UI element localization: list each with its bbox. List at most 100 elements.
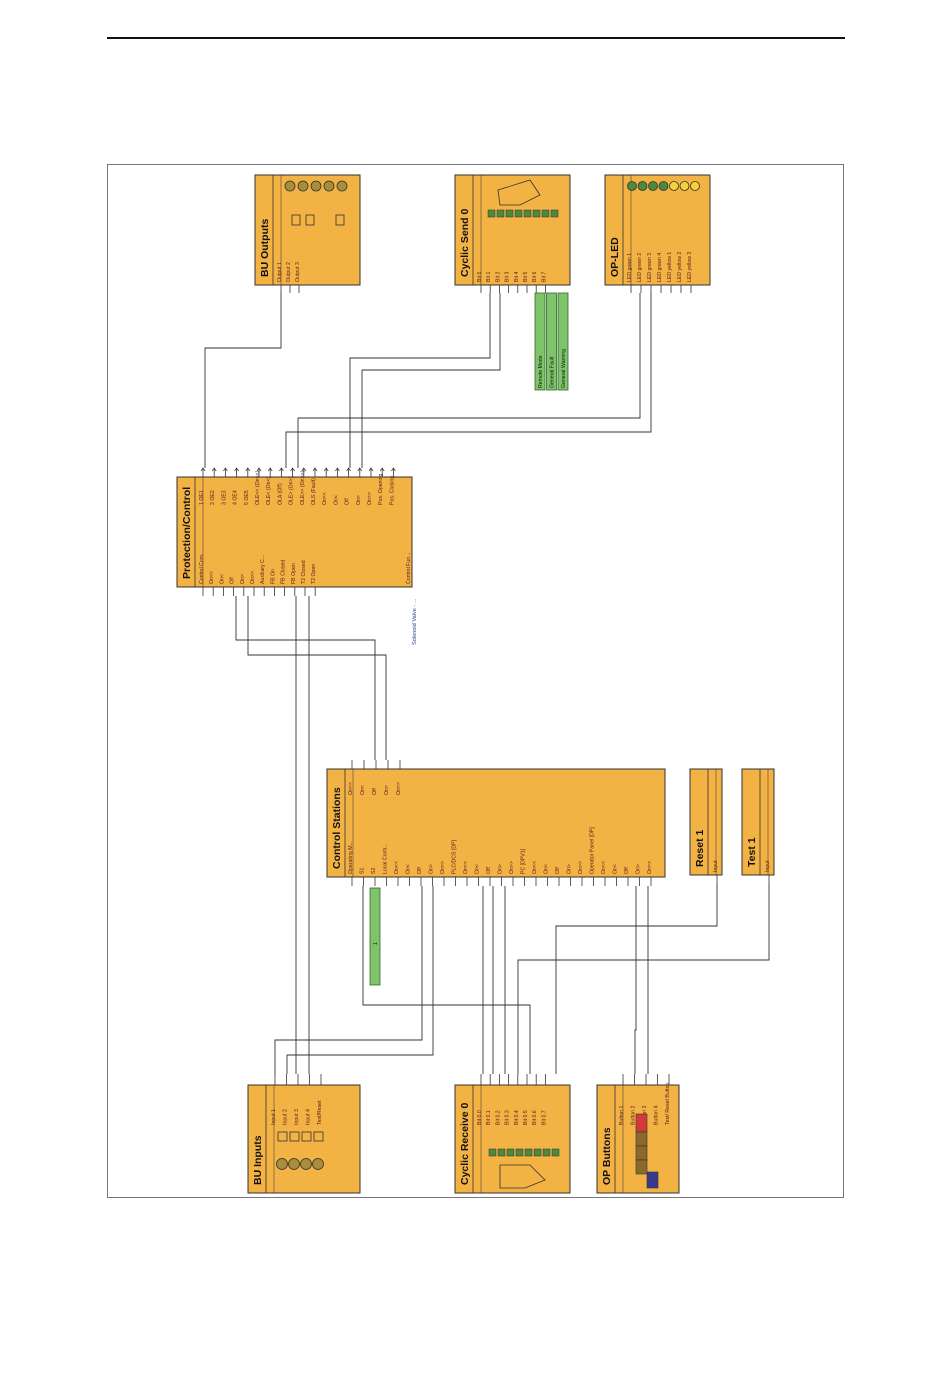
wire-station-on <box>286 886 434 1074</box>
cyclic-send-pin-label-7: Bit 7 <box>541 272 547 282</box>
stations-left-label-4: On<< <box>394 861 400 874</box>
cyclic-receive-pin-label-1: Bit 0.1 <box>486 1110 492 1125</box>
stations-left-label-24: Off <box>624 867 630 874</box>
cyclic-send-pin-label-3: Bit 3 <box>505 272 511 282</box>
stations-right-label-4: On>> <box>396 782 402 795</box>
protection-right-arrow-9 <box>301 467 307 472</box>
stations-left-label-2: S2 <box>371 868 377 874</box>
bu-inputs-block-body <box>247 1084 361 1194</box>
bit-led-icon <box>542 1148 551 1157</box>
bit-led-icon <box>505 209 514 218</box>
protection-left-label-4: On> <box>240 574 246 584</box>
wire-test <box>517 884 770 1074</box>
yellow-led-icon <box>690 181 700 191</box>
protection-right-arrow-7 <box>279 467 284 472</box>
bu-inputs-pin-label-1: Input 2 <box>283 1109 289 1125</box>
protection-left-label-9: FB Open <box>291 563 297 584</box>
protection-right-label-0: 1 OE1 <box>199 490 205 505</box>
bu-outputs-block-body <box>254 174 361 286</box>
bit-led-icon <box>497 1148 506 1157</box>
plc-icon <box>497 179 541 206</box>
test-block-body <box>741 768 775 876</box>
protection-left-label-0: Control Com. <box>199 553 205 584</box>
protection-right-arrow-6 <box>267 467 273 472</box>
reset-block-title: Reset 1 <box>694 829 706 867</box>
bu-outputs-block-title: BU Outputs <box>259 219 271 277</box>
control-stations-block-body <box>326 768 666 878</box>
terminal-icon <box>310 180 322 192</box>
terminal-icon <box>312 1158 324 1170</box>
blue-button-icon <box>646 1171 659 1189</box>
signal-bar-label-2: General Warning <box>561 349 567 388</box>
op-led-pin-label-2: LED green 3 <box>647 253 653 282</box>
op-led-block-body <box>604 174 711 286</box>
protection-right-arrow-2 <box>223 467 228 472</box>
op-led-pin-label-5: LED yellow 2 <box>677 252 683 282</box>
bit-led-icon <box>488 1148 497 1157</box>
protection-right-arrow-14 <box>357 467 363 472</box>
protection-right-arrow-3 <box>234 467 239 472</box>
bit-led-icon <box>514 209 523 218</box>
stations-right-label-0: On<< <box>348 782 354 795</box>
op-led-pin-label-6: LED yellow 3 <box>687 252 693 282</box>
cyclic-receive-pin-label-5: Bit 0.5 <box>523 1110 529 1125</box>
bu-outputs-pin-label-1: Output 2 <box>286 262 292 282</box>
test-pin-label: Input <box>765 860 771 872</box>
stations-left-label-12: Off <box>486 867 492 874</box>
stations-right-label-3: On> <box>384 785 390 795</box>
wire-prot-on-lt <box>235 596 376 760</box>
stations-left-label-20: On>> <box>578 861 584 874</box>
protection-right-label-16: Pos. Opening <box>378 473 384 505</box>
yellow-led-icon <box>679 181 690 191</box>
protection-right-label-3: 4 OE4 <box>233 490 239 505</box>
stations-left-label-6: Off <box>417 867 423 874</box>
bu-outputs-pin-label-0: Output 1 <box>277 262 283 282</box>
protection-right-arrow-4 <box>245 467 251 472</box>
protection-right-label-12: On< <box>333 495 339 505</box>
stations-left-label-9: PLC/DCS [DP] <box>452 839 458 874</box>
signal-bar-label-0: Remote Mode <box>538 355 544 388</box>
cyclic-send-pin-label-1: Bit 1 <box>486 272 492 282</box>
cyclic-receive-block-body <box>454 1084 571 1194</box>
protection-right-arrow-10 <box>312 467 318 472</box>
protection-right-label-11: On<< <box>322 492 328 505</box>
stations-left-label-5: On< <box>406 864 412 874</box>
op-led-block-title: OP-LED <box>609 237 621 277</box>
terminal-icon <box>288 1158 300 1170</box>
diagram-frame <box>107 164 844 1198</box>
input-relay-icon <box>313 1131 324 1142</box>
bit-led-icon <box>532 209 541 218</box>
input-relay-icon <box>301 1131 312 1142</box>
stations-right-label-2: Off <box>372 788 378 795</box>
cyclic-send-block-title: Cyclic Send 0 <box>459 209 471 277</box>
green-led-icon <box>648 181 658 191</box>
wire-led-g3 <box>285 293 652 468</box>
protection-right-arrow-13 <box>346 467 351 472</box>
connection-wires <box>204 293 770 1074</box>
op-led-pin-label-0: LED green 1 <box>627 253 633 282</box>
yellow-led-icon <box>669 181 679 191</box>
stations-left-label-23: On< <box>613 864 619 874</box>
stations-left-label-19: On> <box>567 864 573 874</box>
stations-left-label-13: On> <box>498 864 504 874</box>
op-buttons-block-title: OP Buttons <box>601 1127 613 1185</box>
signal-bar-2 <box>557 292 569 391</box>
cyclic-send-pin-label-0: Bit 0 <box>477 272 483 282</box>
input-relay-icon <box>289 1131 300 1142</box>
protection-right-label-9: OLE>> (On>>) <box>300 470 306 505</box>
protection-left-label-11: T2 Open <box>311 564 317 584</box>
stations-left-label-8: On>> <box>440 861 446 874</box>
bu-inputs-pin-label-4: Test/Reset <box>317 1100 323 1125</box>
op-led-pin-label-4: LED yellow 1 <box>667 252 673 282</box>
protection-right-arrow-11 <box>323 467 329 472</box>
